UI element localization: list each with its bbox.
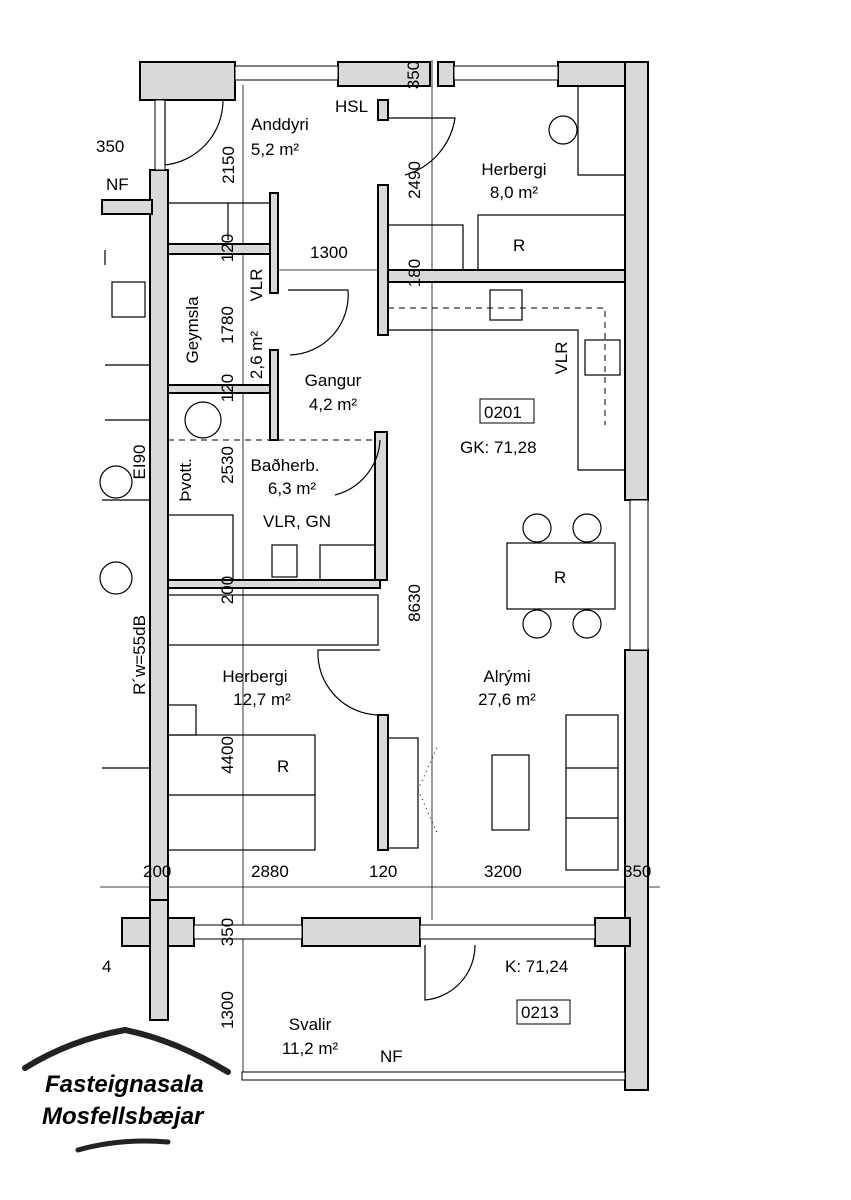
dim-8630: 8630 <box>405 584 424 622</box>
room-area-herbergi: 8,0 m² <box>490 183 539 202</box>
logo-line-2: Mosfellsbæjar <box>42 1103 205 1130</box>
label-sound-rating: R´w=55dB <box>130 615 149 695</box>
room-name-herbergi: Herbergi <box>481 160 546 179</box>
label-cut-350: 350 <box>96 137 124 156</box>
room-name-herbergi-2: Herbergi <box>222 667 287 686</box>
doors <box>164 99 476 1001</box>
dim-350-balcony: 350 <box>218 918 237 946</box>
balcony-unit-number: 0213 <box>521 1003 559 1022</box>
dim-2150: 2150 <box>219 146 238 184</box>
label-r-table: R <box>554 568 566 587</box>
room-name-svalir: Svalir <box>289 1015 332 1034</box>
label-thvott: Þvott. <box>176 458 195 501</box>
unit-number: 0201 <box>484 403 522 422</box>
room-area-svalir: 11,2 m² <box>282 1039 339 1058</box>
room-note-badherb: VLR, GN <box>263 512 331 531</box>
dim-2490: 2490 <box>405 161 424 199</box>
label-vlr-kitchen: VLR <box>552 341 571 374</box>
dim-2880: 2880 <box>251 862 289 881</box>
annotations: HSL VLR VLR Þvott. EI90 R´w=55dB NF NF R… <box>96 97 571 1066</box>
room-labels: Anddyri 5,2 m² Herbergi 8,0 m² Gangur 4,… <box>183 115 547 1058</box>
company-logo: Fasteignasala Mosfellsbæjar <box>22 1026 231 1153</box>
dim-120-b: 120 <box>218 374 237 402</box>
label-nf: NF <box>106 175 129 194</box>
dim-350-bottom: 350 <box>623 862 651 881</box>
dim-350-top: 350 <box>404 61 423 89</box>
label-ei90: EI90 <box>130 445 149 480</box>
windows <box>154 65 649 1081</box>
dim-1300: 1300 <box>310 243 348 262</box>
label-r-bed: R <box>513 236 525 255</box>
dim-3200: 3200 <box>484 862 522 881</box>
dim-120-bottom: 120 <box>369 862 397 881</box>
dimensions: 350 2150 2490 120 1300 180 1780 120 2530… <box>143 61 651 1029</box>
dim-2530: 2530 <box>218 446 237 484</box>
label-hsl: HSL <box>335 97 368 116</box>
dim-1300-balcony: 1300 <box>218 991 237 1029</box>
label-nf-balcony: NF <box>380 1047 403 1066</box>
room-area-herbergi-2: 12,7 m² <box>233 690 291 709</box>
room-name-alrymi: Alrými <box>483 667 530 686</box>
fixtures <box>99 85 626 871</box>
dim-1780: 1780 <box>218 306 237 344</box>
room-area-anddyri: 5,2 m² <box>251 140 300 159</box>
room-name-geymsla: Geymsla <box>183 296 202 364</box>
room-area-badherb: 6,3 m² <box>268 479 317 498</box>
dim-200: 200 <box>218 576 237 604</box>
gross-area: GK: 71,28 <box>460 438 537 457</box>
balcony-area-k: K: 71,24 <box>505 957 568 976</box>
logo-line-1: Fasteignasala <box>45 1071 204 1098</box>
room-name-anddyri: Anddyri <box>251 115 309 134</box>
dim-120: 120 <box>218 234 237 262</box>
room-area-alrymi: 27,6 m² <box>478 690 536 709</box>
walls <box>101 61 649 1091</box>
label-r-bed-2: R <box>277 757 289 776</box>
dim-180: 180 <box>405 259 424 287</box>
room-area-geymsla: 2,6 m² <box>247 331 266 380</box>
dim-4400: 4400 <box>218 736 237 774</box>
label-cut-4: 4 <box>102 957 111 976</box>
label-vlr: VLR <box>247 268 266 301</box>
dim-200-bottom: 200 <box>143 862 171 881</box>
room-name-badherb: Baðherb. <box>251 456 320 475</box>
room-area-gangur: 4,2 m² <box>309 395 358 414</box>
room-name-gangur: Gangur <box>305 371 362 390</box>
